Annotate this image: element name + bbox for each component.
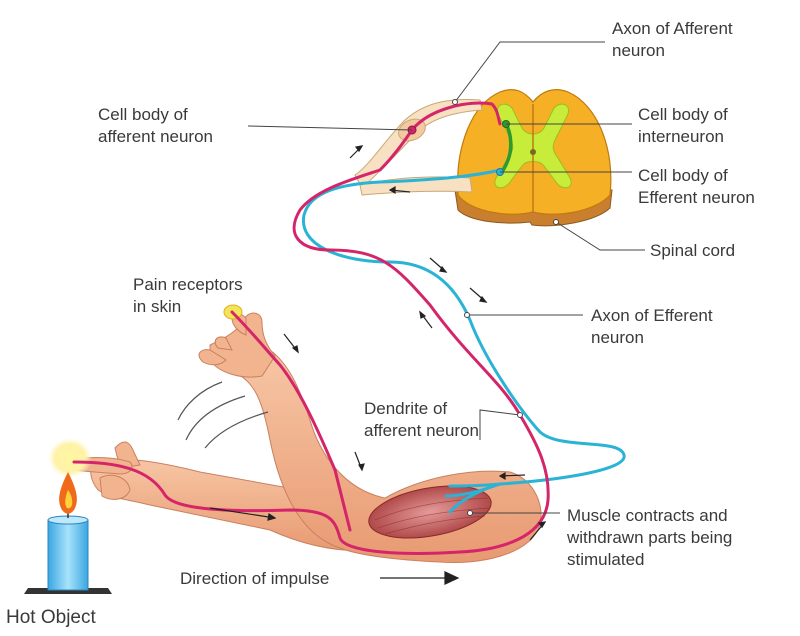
label-cell-body-interneuron: Cell body of interneuron — [638, 104, 728, 148]
label-line: stimulated — [567, 550, 645, 569]
afferent-nerve — [72, 101, 550, 555]
leader-lines — [247, 41, 645, 514]
label-line: neuron — [612, 41, 665, 60]
label-line: Axon of Afferent — [612, 19, 733, 38]
label-line: afferent neuron — [364, 421, 479, 440]
candle — [24, 438, 112, 594]
label-line: Hot Object — [6, 607, 96, 628]
label-line: withdrawn parts being — [567, 528, 733, 547]
label-direction-of-impulse: Direction of impulse — [180, 568, 329, 590]
label-line: Cell body of — [638, 166, 728, 185]
label-line: in skin — [133, 297, 182, 316]
spinal-cord — [454, 89, 613, 227]
motion-lines — [177, 381, 269, 449]
label-axon-efferent: Axon of Efferent neuron — [591, 305, 713, 349]
efferent-nerve — [301, 168, 626, 514]
label-line: Direction of impulse — [180, 569, 330, 588]
label-line: Dendrite of — [364, 399, 448, 418]
label-line: neuron — [591, 328, 644, 347]
label-cell-body-afferent: Cell body of afferent neuron — [98, 104, 213, 148]
label-pain-receptors: Pain receptors in skin — [133, 274, 243, 318]
label-spinal-cord: Spinal cord — [650, 240, 735, 262]
label-muscle: Muscle contracts and withdrawn parts bei… — [567, 505, 732, 571]
label-hot-object: Hot Object — [6, 607, 96, 629]
label-line: Cell body of — [638, 105, 728, 124]
label-line: Spinal cord — [650, 241, 736, 260]
label-line: interneuron — [638, 127, 725, 146]
label-line: Muscle contracts and — [567, 506, 728, 525]
label-line: Axon of Efferent — [591, 306, 713, 325]
impulse-arrows — [209, 145, 547, 585]
label-line: Efferent neuron — [638, 188, 755, 207]
leader-dots — [452, 99, 559, 516]
label-dendrite-afferent: Dendrite of afferent neuron — [364, 398, 479, 442]
label-line: Pain receptors — [133, 275, 243, 294]
muscle — [368, 485, 492, 539]
label-line: Cell body of — [98, 105, 188, 124]
label-line: afferent neuron — [98, 127, 213, 146]
label-cell-body-efferent: Cell body of Efferent neuron — [638, 165, 755, 209]
label-axon-afferent: Axon of Afferent neuron — [612, 18, 733, 62]
